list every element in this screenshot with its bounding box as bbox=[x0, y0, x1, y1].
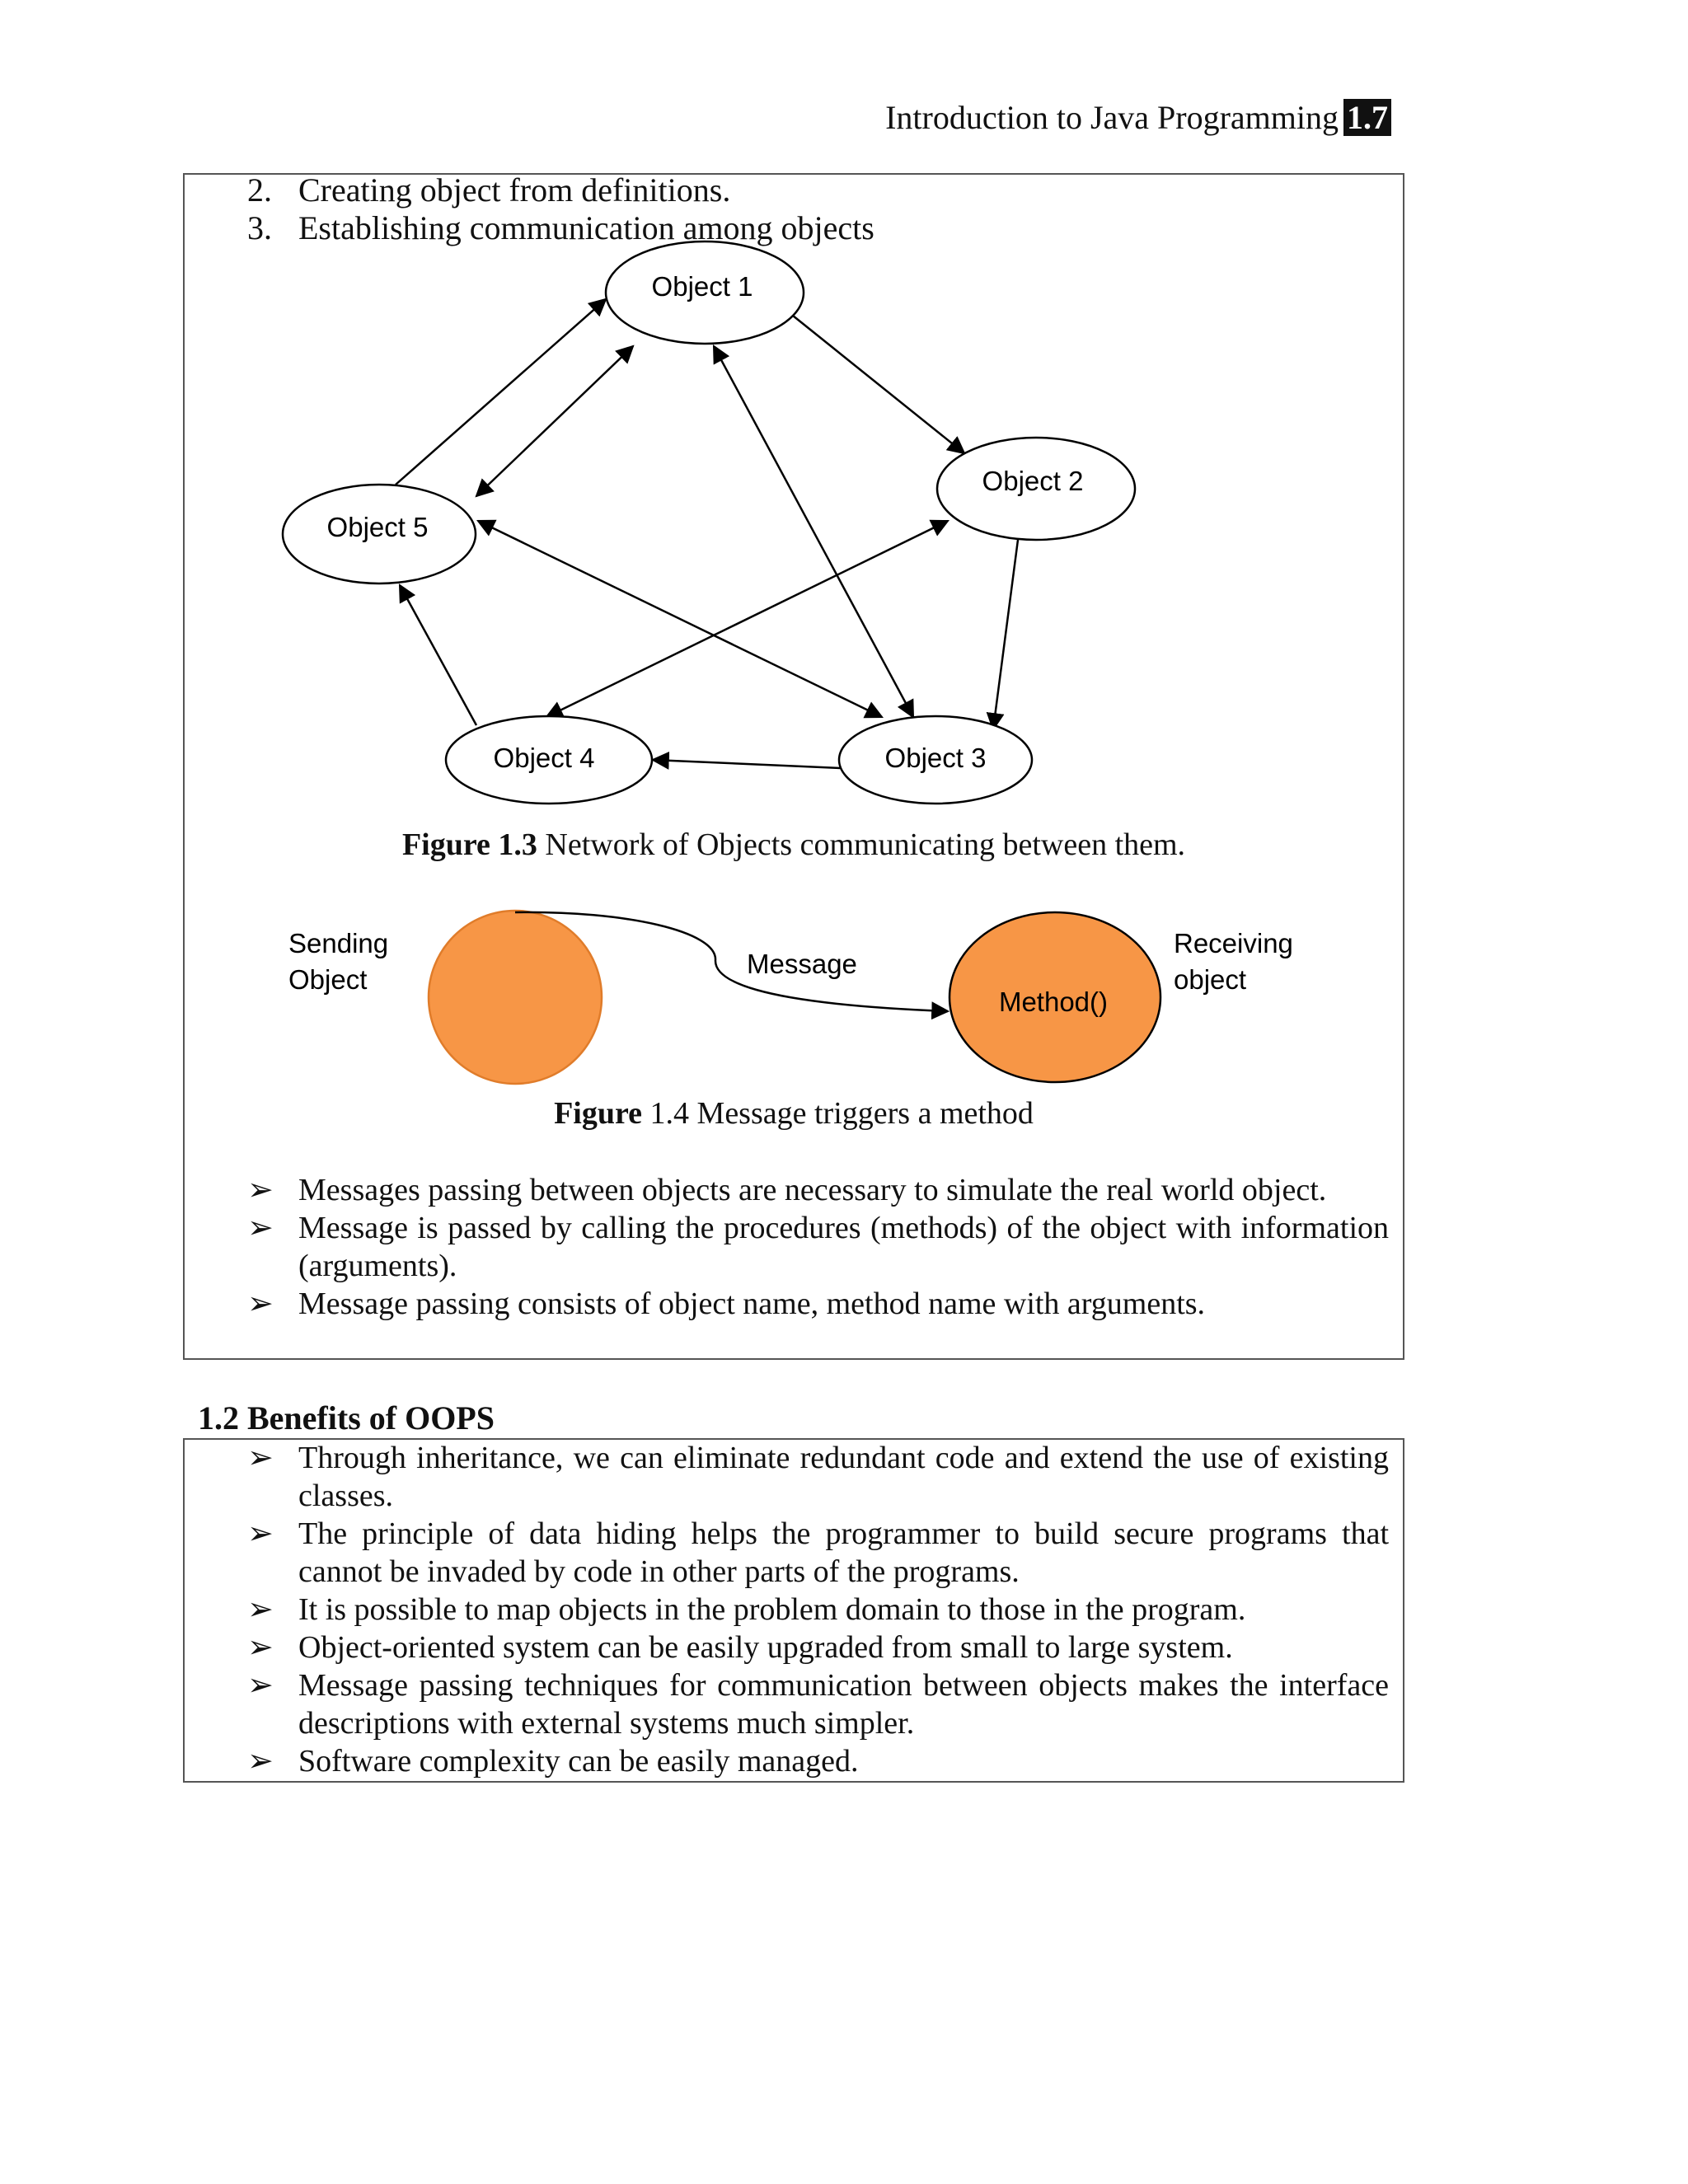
method-label: Method() bbox=[999, 987, 1108, 1017]
caption-text: Network of Objects communicating between… bbox=[545, 827, 1186, 862]
node-label: Object 5 bbox=[327, 512, 429, 542]
receiving-object-label-2: object bbox=[1174, 964, 1246, 995]
receiving-object-label-1: Receiving bbox=[1174, 928, 1293, 958]
header-title: Introduction to Java Programming bbox=[885, 99, 1339, 136]
arrow-obj1-obj5-bidirectional bbox=[475, 344, 635, 498]
node-label: Object 1 bbox=[652, 271, 753, 302]
node-label: Object 2 bbox=[982, 466, 1084, 496]
arrow-obj2-obj4-bidirectional bbox=[545, 519, 950, 719]
step-item: 2. Creating object from definitions. bbox=[247, 171, 874, 209]
arrow-obj2-to-obj3 bbox=[986, 539, 1020, 732]
bullet-arrow-icon: ➢ bbox=[247, 1516, 274, 1551]
network-nodes: Object 1 Object 2 Object 3 Object 4 Obje… bbox=[281, 240, 1137, 805]
arrow-obj5-obj3-bidirectional bbox=[476, 519, 884, 719]
arrow-obj1-to-obj2 bbox=[792, 315, 966, 455]
item-text: Through inheritance, we can eliminate re… bbox=[298, 1441, 1389, 1513]
item-text: Message is passed by calling the procedu… bbox=[298, 1211, 1389, 1283]
node-object-5: Object 5 bbox=[281, 483, 477, 585]
steps-list: 2. Creating object from definitions. 3. Es… bbox=[247, 171, 874, 247]
step-item: 3. Establishing communication among objec… bbox=[247, 209, 874, 247]
receiving-object-circle bbox=[948, 911, 1162, 1084]
bullet-arrow-icon: ➢ bbox=[247, 1744, 274, 1779]
item-text: Message passing consists of object name,… bbox=[298, 1286, 1206, 1321]
item-text: Software complexity can be easily manage… bbox=[298, 1744, 859, 1779]
node-object-2: Object 2 bbox=[935, 436, 1137, 541]
step-number: 3. bbox=[247, 209, 272, 246]
step-text: Creating object from definitions. bbox=[298, 171, 731, 209]
message-label: Message bbox=[747, 949, 857, 979]
network-arrows bbox=[395, 298, 1020, 770]
bullet-arrow-icon: ➢ bbox=[247, 1668, 274, 1703]
item-text: Messages passing between objects are nec… bbox=[298, 1173, 1327, 1207]
list-item: ➢ Software complexity can be easily manag… bbox=[247, 1742, 1389, 1780]
arrow-obj4-to-obj5 bbox=[398, 583, 478, 726]
arrow-obj3-obj1-bidirectional bbox=[712, 344, 915, 719]
sending-object-label-2: Object bbox=[288, 964, 367, 995]
node-object-4: Object 4 bbox=[444, 715, 654, 805]
figure-1-3-caption: Figure 1.3 Network of Objects communicat… bbox=[183, 826, 1404, 864]
bullet-arrow-icon: ➢ bbox=[247, 1173, 274, 1207]
bullet-arrow-icon: ➢ bbox=[247, 1592, 274, 1627]
sending-object-label-1: Sending bbox=[288, 928, 388, 958]
bullet-arrow-icon: ➢ bbox=[247, 1286, 274, 1321]
figure-1-4-caption: Figure 1.4 Message triggers a method bbox=[183, 1094, 1404, 1132]
content-box-benefits bbox=[183, 1438, 1404, 1783]
list-item: ➢ Messages passing between objects are ne… bbox=[247, 1171, 1389, 1209]
bullet-arrow-icon: ➢ bbox=[247, 1630, 274, 1665]
list-item: ➢ Object-oriented system can be easily up… bbox=[247, 1629, 1389, 1666]
list-item: ➢ The principle of data hiding helps the … bbox=[247, 1515, 1389, 1591]
content-box-message-passing bbox=[183, 173, 1404, 1360]
caption-label: Figure 1.3 bbox=[401, 827, 537, 862]
step-number: 2. bbox=[247, 171, 272, 209]
node-label: Object 3 bbox=[885, 743, 987, 773]
benefits-bullet-list: ➢ Through inheritance, we can eliminate r… bbox=[247, 1439, 1389, 1780]
sending-object-circle bbox=[427, 909, 603, 1085]
arrow-obj5-to-obj1 bbox=[395, 298, 607, 485]
node-object-3: Object 3 bbox=[837, 715, 1034, 805]
caption-label: Figure bbox=[554, 1096, 643, 1131]
caption-text: 1.4 Message triggers a method bbox=[649, 1096, 1034, 1131]
list-item: ➢ Message is passed by calling the proced… bbox=[247, 1209, 1389, 1285]
bullet-arrow-icon: ➢ bbox=[247, 1441, 274, 1475]
node-object-1: Object 1 bbox=[604, 240, 805, 345]
item-text: Message passing techniques for communica… bbox=[298, 1668, 1389, 1741]
message-curve bbox=[514, 911, 950, 1020]
list-item: ➢ Message passing techniques for communic… bbox=[247, 1666, 1389, 1742]
node-label: Object 4 bbox=[494, 743, 595, 773]
arrow-obj3-to-obj4 bbox=[650, 751, 842, 770]
item-text: The principle of data hiding helps the p… bbox=[298, 1516, 1389, 1589]
item-text: It is possible to map objects in the pro… bbox=[298, 1592, 1246, 1627]
item-text: Object-oriented system can be easily upg… bbox=[298, 1630, 1233, 1665]
message-figure: Sending Object Message Method() Receivin… bbox=[288, 909, 1293, 1085]
bullet-arrow-icon: ➢ bbox=[247, 1211, 274, 1245]
step-text: Establishing communication among objects bbox=[298, 209, 874, 246]
page-number: 1.7 bbox=[1343, 99, 1391, 136]
list-item: ➢ Through inheritance, we can eliminate r… bbox=[247, 1439, 1389, 1515]
message-bullet-list: ➢ Messages passing between objects are ne… bbox=[247, 1171, 1389, 1323]
list-item: ➢ Message passing consists of object name… bbox=[247, 1285, 1389, 1323]
section-title: 1.2 Benefits of OOPS bbox=[198, 1399, 495, 1436]
list-item: ➢ It is possible to map objects in the pr… bbox=[247, 1591, 1389, 1629]
